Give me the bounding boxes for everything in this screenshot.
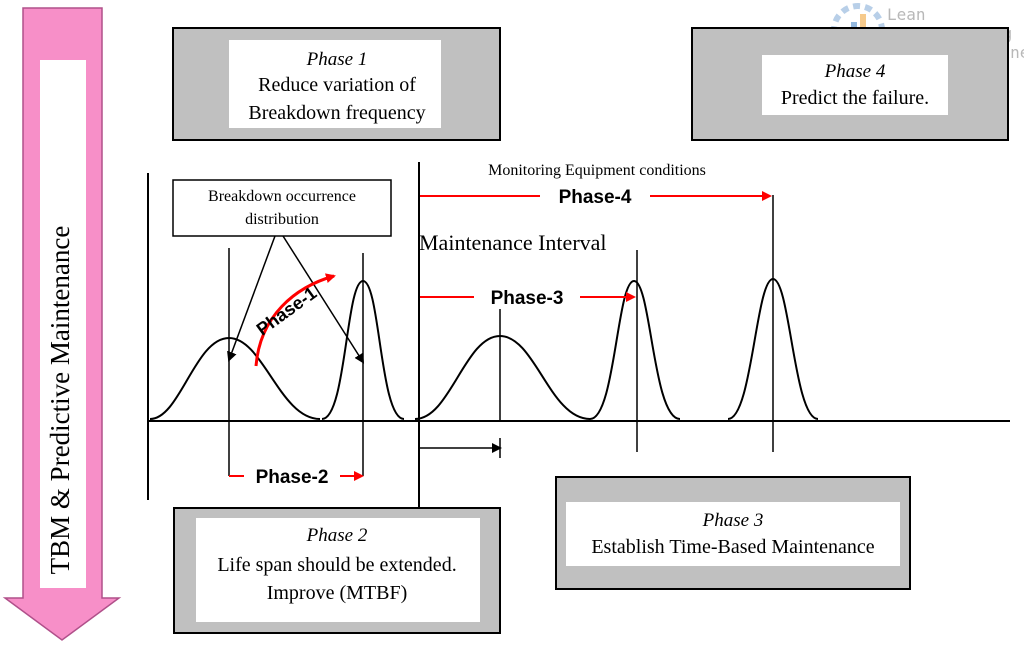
- phase4-title: Phase 4: [824, 61, 886, 82]
- phase4-box: Phase 4 Predict the failure.: [691, 27, 1009, 141]
- phase1-arrow-path: [254, 273, 336, 367]
- narrow-curve-2: [589, 279, 681, 420]
- distribution-line2: distribution: [245, 211, 319, 228]
- monitoring-label: Monitoring Equipment conditions: [488, 162, 706, 179]
- callout-pointer: [227, 235, 276, 362]
- wide-curve-1: [149, 336, 321, 420]
- phase3-line1: Establish Time-Based Maintenance: [591, 536, 874, 558]
- interval-bracket: [420, 438, 502, 458]
- phase1-box: Phase 1 Reduce variation of Breakdown fr…: [172, 27, 501, 141]
- axes: [147, 162, 1010, 507]
- callout-pointer: [282, 235, 365, 364]
- distribution-line1: Breakdown occurrence: [208, 188, 356, 205]
- distribution-callout: Breakdown occurrence distribution: [172, 179, 392, 364]
- phase1-arrow-label: Phase-1: [253, 283, 321, 340]
- phase2-arrow-label: Phase-2: [256, 467, 329, 488]
- phase3-arrow: Phase-3: [420, 285, 636, 309]
- phase3-arrow-label: Phase-3: [491, 288, 564, 309]
- phase2-line1: Life span should be extended.: [217, 554, 456, 576]
- phase1-line1: Reduce variation of: [258, 74, 416, 96]
- phase4-line1: Predict the failure.: [781, 87, 929, 109]
- phase1-arrow: Phase-1: [253, 273, 336, 367]
- phase2-arrow: Phase-2: [229, 464, 364, 488]
- sidebar-label-panel: [40, 60, 86, 588]
- phase1-line2: Breakdown frequency: [248, 102, 425, 124]
- phase2-box: Phase 2 Life span should be extended. Im…: [173, 507, 501, 634]
- logo-line1: Lean: [887, 5, 926, 24]
- phase2-line2: Improve (MTBF): [267, 582, 408, 604]
- wide-curve-2: [414, 334, 591, 420]
- phase3-title: Phase 3: [702, 510, 764, 531]
- sidebar-label: TBM & Predictive Maintenance: [45, 226, 75, 575]
- phase4-arrow-label: Phase-4: [559, 187, 632, 208]
- sidebar-arrow: TBM & Predictive Maintenance: [2, 7, 122, 641]
- phase2-title: Phase 2: [306, 525, 368, 546]
- phase1-title: Phase 1: [306, 49, 368, 70]
- interval-label: Maintenance Interval: [419, 230, 607, 255]
- vertical-markers: [228, 195, 774, 476]
- phase4-arrow: Phase-4: [420, 184, 772, 208]
- phase3-box: Phase 3 Establish Time-Based Maintenance: [555, 476, 911, 590]
